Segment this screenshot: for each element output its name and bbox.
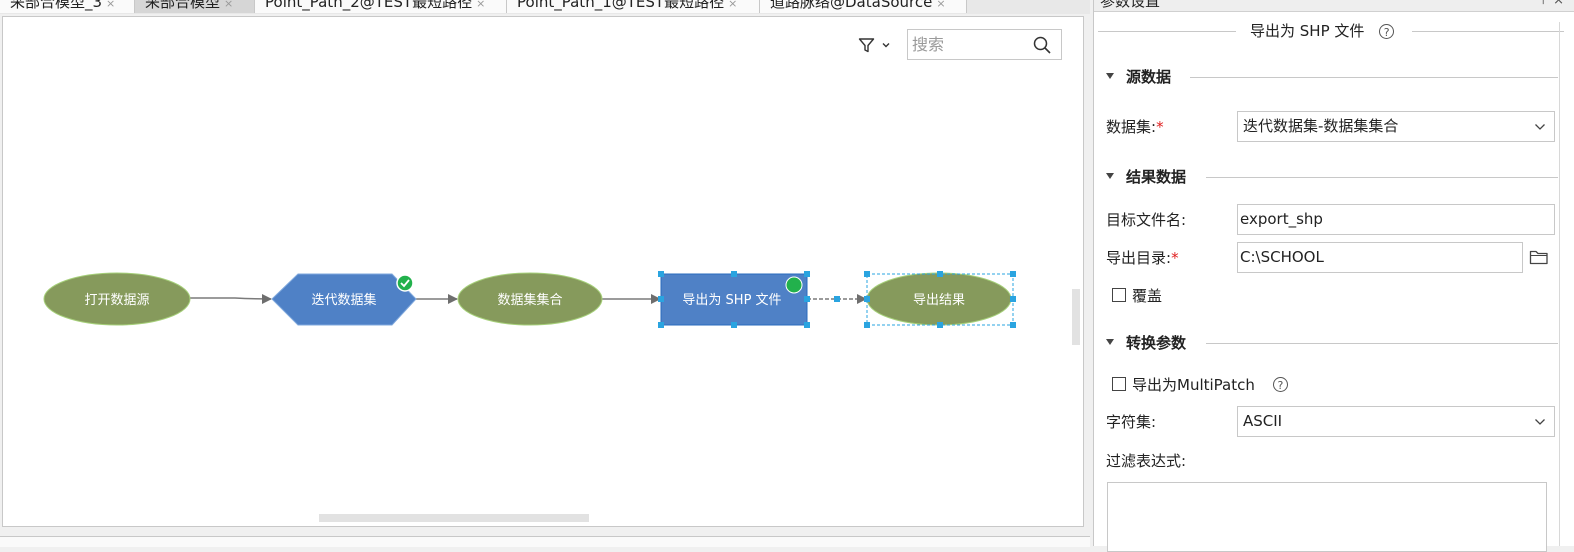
node-label: 打开数据源 [84, 293, 149, 308]
workflow-diagram: 打开数据源 迭代数据集 数据集集合 导出为 SHP 文件 [43, 271, 1016, 328]
node-label: 数据集集合 [497, 292, 562, 308]
tab-model[interactable]: 采部合模型× [135, 0, 255, 13]
node-label: 导出结果 [913, 293, 965, 308]
overwrite-checkbox-row[interactable]: 覆盖 [1112, 284, 1162, 306]
panel-header: 参数设置 ⊤ × [1094, 0, 1574, 12]
node-dataset-collection[interactable]: 数据集集合 [457, 272, 603, 326]
status-ok-icon [785, 276, 803, 294]
panel-title: 导出为 SHP 文件 ? [1094, 20, 1564, 42]
target-filename-label: 目标文件名: [1106, 211, 1187, 229]
tab-close-icon[interactable]: × [476, 0, 486, 10]
export-dir-input[interactable]: C:\SCHOOL [1237, 242, 1523, 273]
search-icon[interactable] [1033, 36, 1051, 54]
section-convert-params[interactable]: 转换参数 [1094, 332, 1564, 354]
selection-handles[interactable] [658, 271, 810, 328]
filter-expression-label: 过滤表达式: [1106, 452, 1187, 470]
document-tab-bar: 采部合模型_3× 采部合模型× Point_Path_2@TEST最短路径× P… [0, 0, 1090, 14]
overwrite-checkbox[interactable] [1112, 288, 1126, 302]
tab-close-icon[interactable]: × [936, 0, 946, 10]
multipatch-checkbox-row[interactable]: 导出为MultiPatch ? [1112, 373, 1288, 395]
tab-point-path-1[interactable]: Point_Path_1@TEST最短路径× [507, 0, 760, 13]
collapse-triangle-icon[interactable] [1106, 73, 1114, 79]
multipatch-checkbox[interactable] [1112, 377, 1126, 391]
node-label: 导出为 SHP 文件 [682, 293, 781, 308]
connector-handle[interactable] [834, 296, 840, 302]
status-ok-icon [396, 274, 414, 292]
panel-scroll-edge [1559, 22, 1560, 546]
horizontal-scrollbar[interactable] [319, 514, 589, 522]
folder-icon [1529, 250, 1548, 265]
section-source-data[interactable]: 源数据 [1094, 66, 1564, 88]
model-canvas[interactable]: 打开数据源 迭代数据集 数据集集合 导出为 SHP 文件 [2, 16, 1084, 527]
collapse-triangle-icon[interactable] [1106, 339, 1114, 345]
filter-button[interactable] [858, 35, 896, 55]
bottom-panel-edge [0, 536, 1090, 547]
canvas-search[interactable] [907, 29, 1062, 60]
tab-close-icon[interactable]: × [224, 0, 234, 10]
dataset-label: 数据集:* [1106, 118, 1164, 136]
chevron-down-icon [1535, 419, 1545, 425]
browse-folder-button[interactable] [1527, 246, 1551, 268]
dataset-select[interactable]: 迭代数据集-数据集集合 [1237, 111, 1555, 142]
node-export-shp[interactable]: 导出为 SHP 文件 [658, 271, 810, 328]
node-iterate-datasets[interactable]: 迭代数据集 [271, 273, 417, 326]
node-label: 迭代数据集 [311, 292, 376, 308]
collapse-triangle-icon[interactable] [1106, 173, 1114, 179]
search-input[interactable] [908, 30, 1032, 59]
chevron-down-icon [1535, 124, 1545, 130]
target-filename-input[interactable]: export_shp [1237, 204, 1555, 235]
panel-window-controls[interactable]: ⊤ × [1537, 0, 1564, 8]
tab-model-3[interactable]: 采部合模型_3× [0, 0, 135, 13]
node-export-result[interactable]: 导出结果 [864, 271, 1016, 328]
filter-expression-input[interactable] [1107, 482, 1547, 552]
node-open-datasource[interactable]: 打开数据源 [43, 272, 191, 326]
charset-select[interactable]: ASCII [1237, 406, 1555, 437]
parameter-panel: 参数设置 ⊤ × 导出为 SHP 文件 ? 源数据 数据集:* 迭代数据集-数据… [1093, 0, 1574, 552]
filter-icon [858, 37, 875, 52]
vertical-scrollbar[interactable] [1072, 289, 1080, 345]
charset-label: 字符集: [1106, 413, 1157, 431]
tab-close-icon[interactable]: × [728, 0, 738, 10]
selection-handles[interactable] [864, 271, 1016, 328]
tab-point-path-2[interactable]: Point_Path_2@TEST最短路径× [255, 0, 507, 13]
tab-road-datasource[interactable]: 道路脉络@DataSource× [760, 0, 967, 13]
help-icon[interactable]: ? [1379, 24, 1395, 39]
section-result-data[interactable]: 结果数据 [1094, 166, 1564, 188]
connector-open-to-iterate[interactable] [190, 293, 272, 304]
help-icon[interactable]: ? [1272, 376, 1288, 392]
tab-close-icon[interactable]: × [106, 0, 116, 10]
export-dir-label: 导出目录:* [1106, 249, 1179, 267]
chevron-down-icon [882, 43, 890, 48]
